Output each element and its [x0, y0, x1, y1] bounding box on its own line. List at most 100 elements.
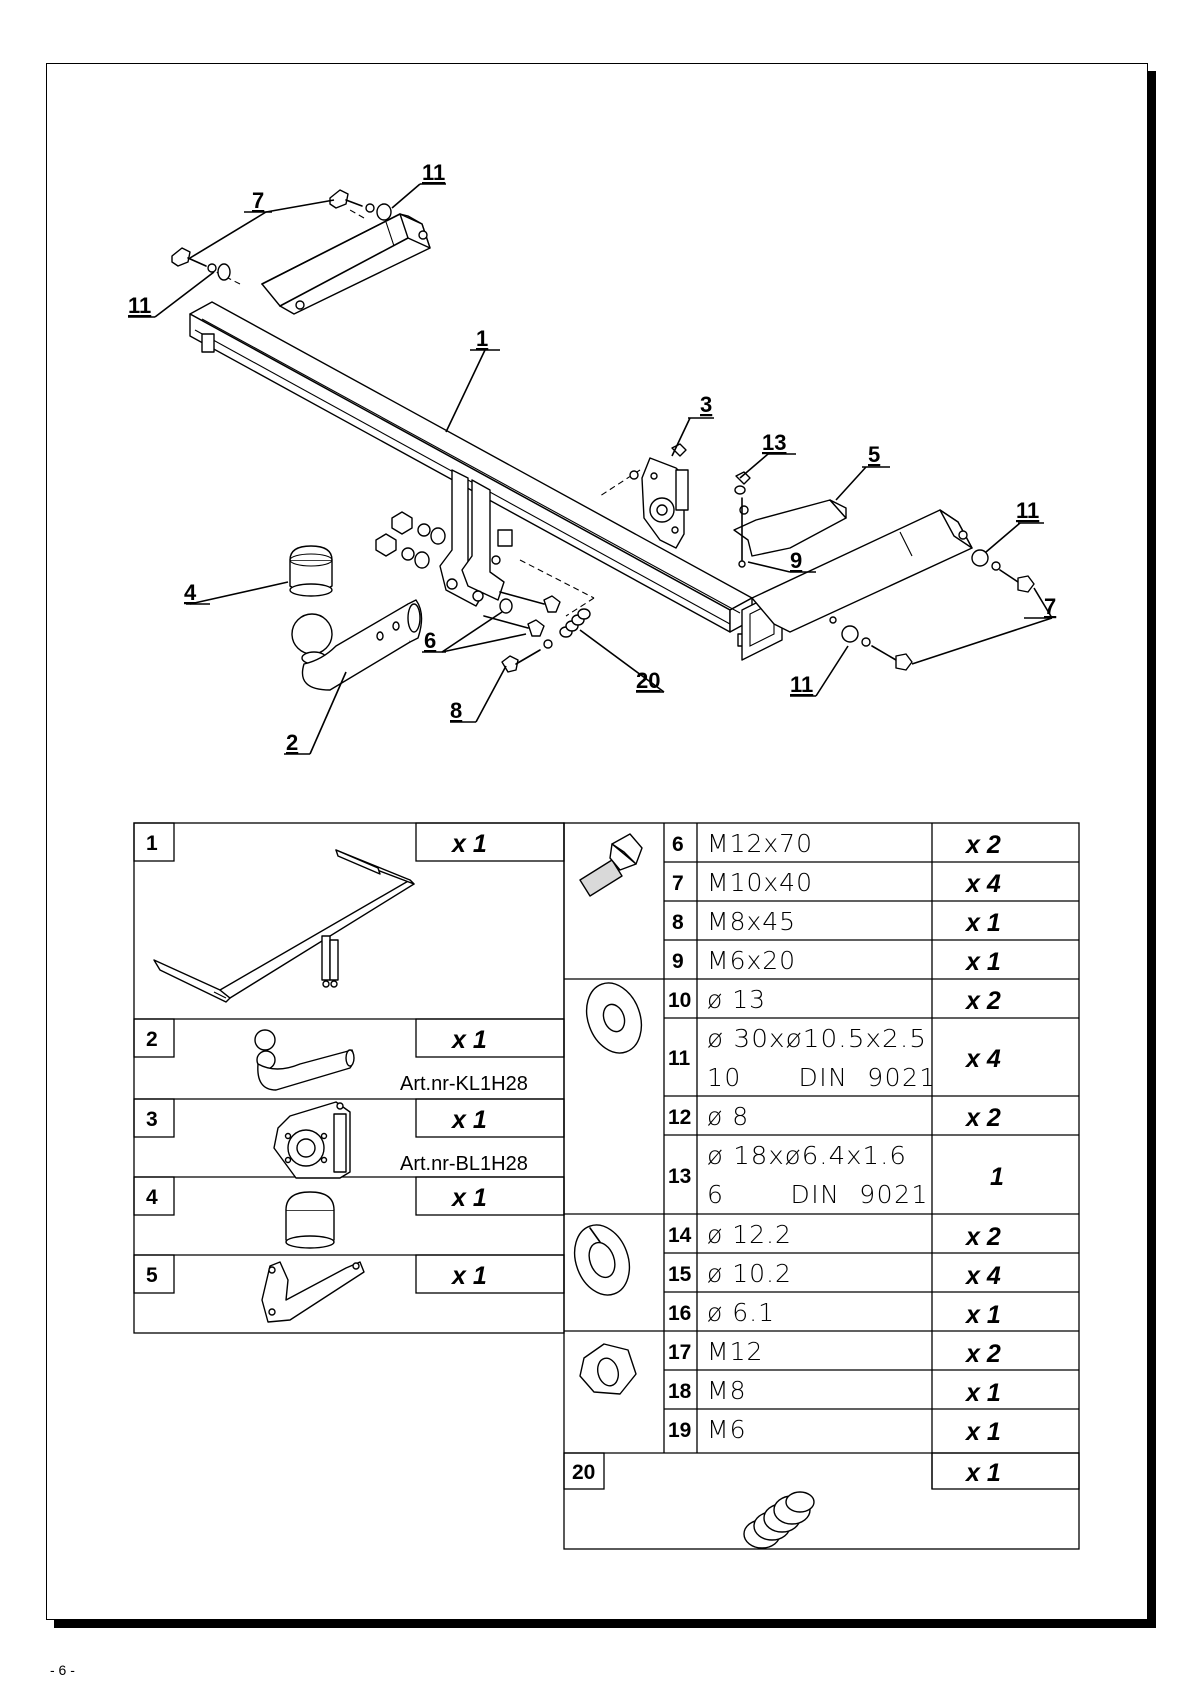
left-row-1-qty: x 1	[450, 830, 487, 858]
right-row-19-spec: M6	[707, 1415, 746, 1444]
bolts-right-end	[841, 549, 1035, 671]
thumbnail-ball-cap	[285, 1191, 335, 1249]
ball-cap-part-4	[289, 545, 333, 597]
bolts-top-left	[171, 189, 392, 281]
callout-6: 6	[424, 628, 436, 653]
callout-1: 1	[476, 326, 488, 351]
right-row-19-number: 19	[668, 1419, 691, 1442]
right-row-9-spec: M6x20	[707, 946, 796, 975]
right-row-14-spec: ø 12.2	[707, 1220, 792, 1249]
right-row-11-spec-standard: 10 DIN 9021	[707, 1063, 937, 1092]
bracket-part-5	[733, 471, 847, 568]
left-row-5-qty: x 1	[450, 1262, 487, 1290]
right-row-12-number: 12	[668, 1106, 691, 1129]
right-row-18-spec: M8	[707, 1376, 746, 1405]
ball-mount-plates	[439, 469, 513, 607]
callout-11-left: 11	[128, 293, 151, 318]
ball-neck-part-2	[291, 599, 423, 691]
right-row-9-number: 9	[672, 950, 684, 973]
bracket-plate-part-3	[629, 443, 689, 549]
callout-labels: 1 3 13 5 9 11 7 11 4 6 20 8 2 7 11 11	[128, 160, 1056, 755]
right-row-20-number: 20	[572, 1461, 595, 1484]
right-row-16-qty: x 1	[964, 1301, 1001, 1329]
callout-7-right: 7	[1044, 594, 1056, 619]
left-parts-table: 1 2 3 4 5 x 1 x 1 x 1 x 1 x 1 Art.nr-KL1…	[133, 822, 565, 1334]
nuts-and-washers	[375, 511, 446, 569]
thumbnail-bracket	[261, 1261, 365, 1323]
spring-washer-icon	[573, 1224, 631, 1296]
right-row-8-number: 8	[672, 911, 684, 934]
left-row-2-number: 2	[146, 1028, 158, 1051]
parts-table: 1 2 3 4 5 x 1 x 1 x 1 x 1 x 1 Art.nr-KL1…	[133, 822, 1080, 1550]
right-row-7-number: 7	[672, 872, 684, 895]
right-row-7-spec: M10x40	[707, 868, 813, 897]
right-row-10-number: 10	[668, 989, 691, 1012]
right-row-6-qty: x 2	[964, 831, 1001, 859]
callout-2: 2	[286, 730, 298, 755]
left-row-3-article-number: Art.nr-BL1H28	[400, 1153, 528, 1175]
right-row-13-spec-standard: 6 DIN 9021	[707, 1180, 929, 1209]
spring-part-20	[559, 608, 591, 638]
callout-8: 8	[450, 698, 462, 723]
right-row-16-spec: ø 6.1	[707, 1298, 775, 1327]
right-row-10-spec: ø 13	[707, 985, 766, 1014]
callout-7-left: 7	[252, 188, 264, 213]
callout-5: 5	[868, 442, 880, 467]
left-row-4-qty: x 1	[450, 1184, 487, 1212]
right-row-17-spec: M12	[707, 1337, 763, 1366]
callout-20: 20	[636, 668, 660, 693]
right-row-18-number: 18	[668, 1380, 692, 1403]
callout-11-right-bottom: 11	[790, 672, 813, 697]
left-row-2-qty: x 1	[450, 1026, 487, 1054]
main-cross-beam	[189, 301, 783, 661]
right-row-8-spec: M8x45	[707, 907, 796, 936]
right-row-12-spec: ø 8	[707, 1102, 749, 1131]
thumbnail-ball-neck	[254, 1029, 355, 1091]
right-row-11-spec: ø 30xø10.5x2.5	[707, 1024, 927, 1053]
right-parts-table: 6 7 8 9 10 11 12 13 14 15 16 17 18 19 20…	[563, 822, 1080, 1550]
right-row-18-qty: x 1	[964, 1379, 1001, 1407]
right-row-9-qty: x 1	[964, 948, 1001, 976]
left-row-4-number: 4	[146, 1186, 158, 1209]
right-row-17-number: 17	[668, 1341, 691, 1364]
right-side-bracket	[751, 509, 973, 633]
left-row-3-qty: x 1	[450, 1106, 487, 1134]
callout-13: 13	[762, 430, 786, 455]
right-row-13-number: 13	[668, 1165, 691, 1188]
right-row-13-spec: ø 18xø6.4x1.6	[707, 1141, 907, 1170]
left-side-bracket	[261, 213, 431, 315]
bolt-icon	[579, 833, 643, 897]
right-row-15-number: 15	[668, 1263, 692, 1286]
right-row-15-spec: ø 10.2	[707, 1259, 792, 1288]
callout-3: 3	[700, 392, 712, 417]
right-row-17-qty: x 2	[964, 1340, 1001, 1368]
flat-washer-icon	[585, 982, 643, 1054]
left-row-5-number: 5	[146, 1264, 158, 1287]
callout-leaders	[128, 183, 1053, 755]
right-row-10-qty: x 2	[964, 987, 1001, 1015]
bolts-part-6	[483, 591, 561, 637]
left-row-1-number: 1	[146, 832, 158, 855]
coil-spring-icon	[743, 1491, 815, 1549]
page-number: - 6 -	[50, 1662, 75, 1678]
thumbnail-crossbar	[153, 849, 415, 1003]
right-row-7-qty: x 4	[964, 870, 1001, 898]
callout-11-right-top: 11	[1016, 498, 1039, 523]
assembly-drawing: 1 3 13 5 9 11 7 11 4 6 20 8 2 7 11 11	[128, 160, 1056, 755]
right-row-6-number: 6	[672, 833, 684, 856]
callout-4: 4	[184, 580, 197, 605]
left-row-2-article-number: Art.nr-KL1H28	[400, 1073, 528, 1095]
right-row-12-qty: x 2	[964, 1104, 1001, 1132]
right-row-13-qty: 1	[990, 1163, 1004, 1191]
right-row-20-qty: x 1	[964, 1459, 1001, 1487]
right-row-19-qty: x 1	[964, 1418, 1001, 1446]
right-row-16-number: 16	[668, 1302, 691, 1325]
right-row-14-qty: x 2	[964, 1223, 1001, 1251]
callout-9: 9	[790, 548, 802, 573]
right-row-6-spec: M12x70	[707, 829, 813, 858]
left-row-3-number: 3	[146, 1108, 158, 1131]
right-row-15-qty: x 4	[964, 1262, 1001, 1290]
bolt-part-8	[501, 639, 553, 673]
right-row-11-qty: x 4	[964, 1045, 1001, 1073]
